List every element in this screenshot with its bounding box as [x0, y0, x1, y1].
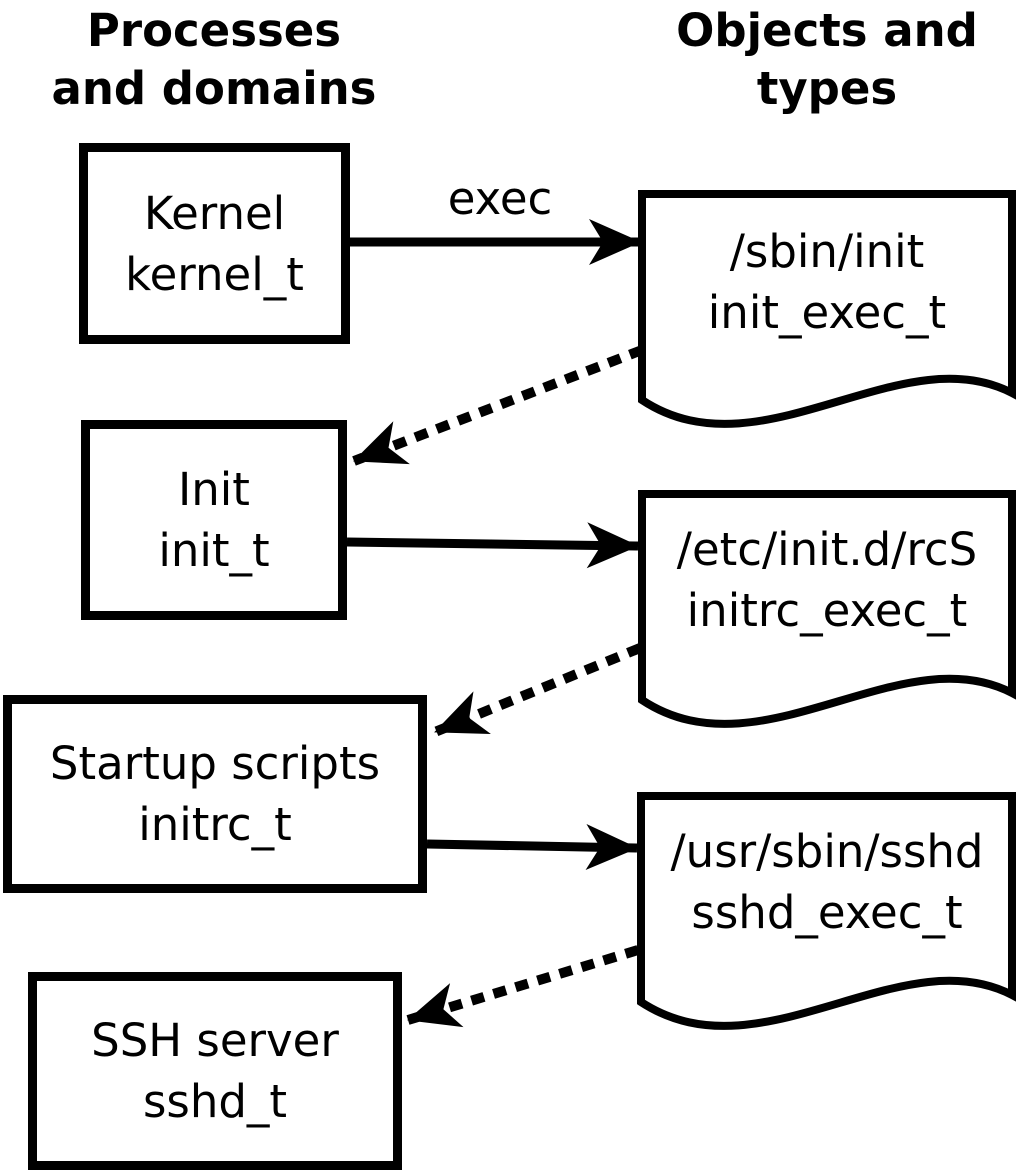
process-box-ssh-server: SSH server sshd_t	[28, 972, 402, 1170]
header-line: Objects and	[676, 4, 978, 57]
process-label: SSH server	[91, 1014, 339, 1067]
header-line: Processes	[86, 4, 342, 57]
object-path-label: /usr/sbin/sshd	[670, 825, 984, 878]
exec-arrow-label: exec	[447, 172, 553, 225]
process-box-init: Init init_t	[81, 420, 347, 620]
exec-arrow-initrc-to-sshd-exec	[426, 824, 638, 871]
transition-arrow-initrc-exec-to-initrc	[433, 643, 642, 737]
document-shape-etc-initd-rcs	[638, 490, 1016, 728]
process-box-startup-scripts: Startup scripts initrc_t	[3, 695, 427, 893]
object-path-label: /sbin/init	[729, 225, 925, 278]
domain-type-label: init_t	[158, 524, 270, 577]
object-label-etc-initd-rcs: /etc/init.d/rcS initrc_exec_t	[638, 519, 1016, 641]
object-path-label: /etc/init.d/rcS	[676, 523, 978, 576]
domain-type-label: sshd_t	[142, 1075, 288, 1128]
document-shape-usr-sbin-sshd	[637, 792, 1016, 1030]
process-label: Startup scripts	[49, 737, 381, 790]
process-label: Kernel	[143, 186, 286, 240]
object-label-sbin-init: /sbin/init init_exec_t	[638, 221, 1016, 343]
domain-type-label: kernel_t	[125, 247, 304, 301]
object-type-label: sshd_exec_t	[691, 886, 963, 939]
process-label: Init	[178, 463, 250, 516]
process-box-kernel: Kernel kernel_t	[79, 143, 350, 344]
header-line: and domains	[51, 62, 377, 115]
transition-arrow-init-exec-to-init	[352, 345, 644, 466]
domain-type-label: initrc_t	[138, 798, 292, 851]
transition-arrow-sshd-exec-to-sshd	[406, 945, 640, 1028]
exec-arrow-init-to-initrc-exec	[346, 522, 639, 569]
object-label-usr-sbin-sshd: /usr/sbin/sshd sshd_exec_t	[638, 821, 1016, 943]
column-header-processes: Processes and domains	[14, 2, 414, 118]
header-line: types	[756, 62, 898, 115]
object-type-label: initrc_exec_t	[686, 584, 968, 637]
column-header-objects: Objects and types	[627, 2, 1024, 118]
object-type-label: init_exec_t	[707, 286, 947, 339]
document-shape-sbin-init	[638, 190, 1016, 428]
